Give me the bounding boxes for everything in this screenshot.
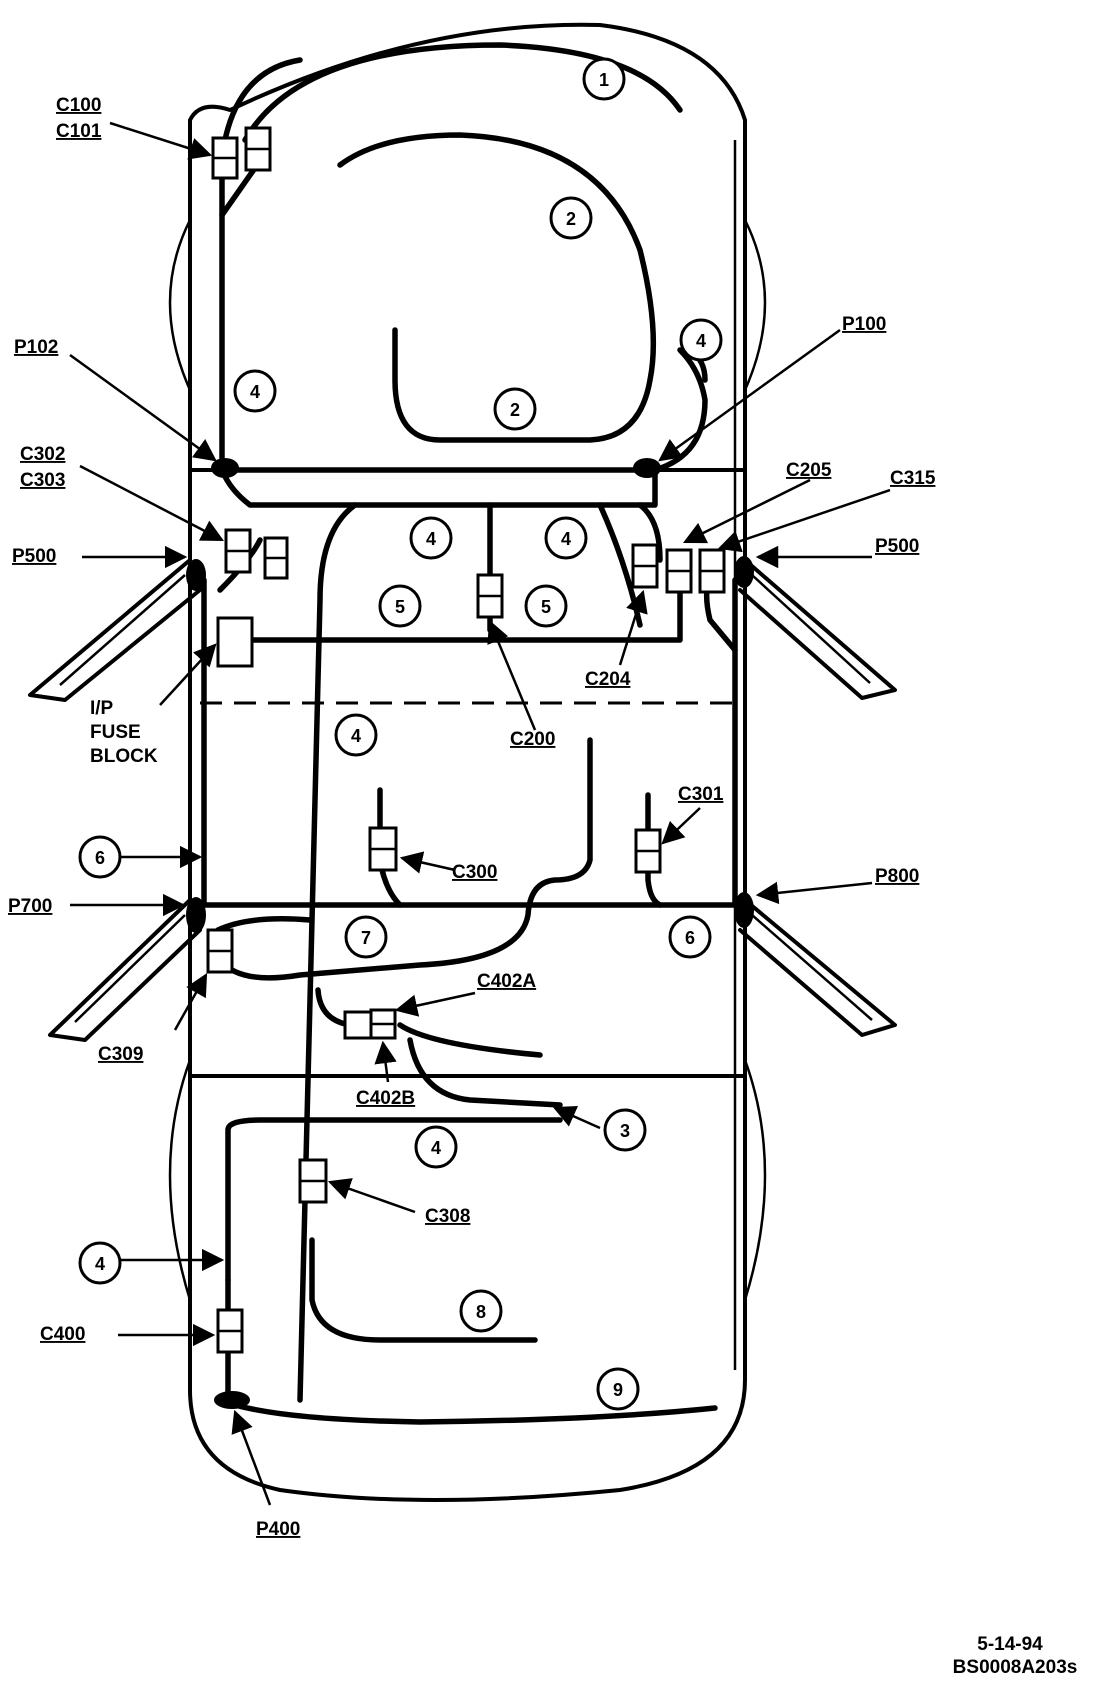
label-c308: C308 — [425, 1206, 470, 1227]
svg-text:2: 2 — [566, 209, 576, 229]
callout-4-d: 4 — [544, 516, 588, 560]
svg-text:4: 4 — [351, 726, 361, 746]
callout-4-g: 4 — [78, 1241, 122, 1285]
label-c301: C301 — [678, 784, 724, 805]
door-rear-left — [48, 898, 202, 1042]
label-p500-left: P500 — [12, 546, 56, 567]
callout-4-a: 4 — [679, 318, 723, 362]
splice-p100 — [633, 458, 661, 478]
callout-2b: 2 — [493, 387, 537, 431]
engine-harness — [219, 42, 708, 473]
label-ip-fuse-line3: BLOCK — [90, 746, 158, 767]
label-c302: C302 — [20, 444, 65, 465]
callout-5-b: 5 — [524, 584, 568, 628]
svg-text:3: 3 — [620, 1121, 630, 1141]
svg-text:8: 8 — [476, 1302, 486, 1322]
label-c205: C205 — [786, 460, 832, 481]
connector-c402a — [343, 1010, 373, 1040]
label-c100: C100 — [56, 95, 101, 116]
callout-1: 1 — [582, 57, 626, 101]
svg-text:6: 6 — [95, 848, 105, 868]
door-front-left — [28, 558, 202, 702]
label-c200: C200 — [510, 729, 555, 750]
svg-text:9: 9 — [613, 1380, 623, 1400]
label-p700: P700 — [8, 896, 52, 917]
callout-5-a: 5 — [378, 584, 422, 628]
callout-4-f: 4 — [414, 1125, 458, 1169]
splice-p500-right — [734, 556, 754, 588]
body-harness — [201, 467, 738, 1403]
figure-code: BS0008A203s — [952, 1657, 1078, 1678]
label-p800: P800 — [875, 866, 919, 887]
callout-4-e: 4 — [334, 713, 378, 757]
svg-text:4: 4 — [431, 1138, 441, 1158]
label-c204: C204 — [585, 669, 631, 690]
label-c101: C101 — [56, 121, 102, 142]
splice-p400 — [214, 1391, 250, 1409]
splice-p800 — [734, 892, 754, 928]
callout-8: 8 — [459, 1289, 503, 1333]
label-c400: C400 — [40, 1324, 85, 1345]
svg-text:6: 6 — [685, 928, 695, 948]
svg-text:4: 4 — [696, 331, 706, 351]
svg-text:5: 5 — [541, 597, 551, 617]
callout-9: 9 — [596, 1367, 640, 1411]
labels: C100 C101 P102 P100 C302 C303 C205 C315 … — [8, 95, 936, 1540]
label-p100: P100 — [842, 314, 886, 335]
svg-text:4: 4 — [95, 1254, 105, 1274]
svg-text:4: 4 — [561, 529, 571, 549]
figure-date: 5-14-94 — [977, 1634, 1043, 1655]
splice-p500-left — [186, 559, 206, 591]
label-p400: P400 — [256, 1519, 300, 1540]
callout-2a: 2 — [549, 196, 593, 240]
svg-text:4: 4 — [250, 382, 260, 402]
svg-text:1: 1 — [599, 70, 609, 90]
svg-text:5: 5 — [395, 597, 405, 617]
label-ip-fuse-line1: I/P — [90, 698, 114, 719]
splice-points — [186, 458, 754, 1409]
callout-6-b: 6 — [668, 915, 712, 959]
callout-4-c: 4 — [409, 516, 453, 560]
label-c402a: C402A — [477, 971, 536, 992]
splice-p700 — [186, 897, 206, 933]
label-c309: C309 — [98, 1044, 143, 1065]
label-p102: P102 — [14, 337, 58, 358]
label-c300: C300 — [452, 862, 497, 883]
callout-4-b: 4 — [233, 369, 277, 413]
svg-text:2: 2 — [510, 400, 520, 420]
connectors — [206, 126, 726, 1354]
label-c315: C315 — [890, 468, 936, 489]
ip-fuse-block — [216, 616, 254, 668]
door-front-right — [738, 558, 897, 700]
svg-text:4: 4 — [426, 529, 436, 549]
leader-lines — [69, 121, 891, 1506]
svg-text:7: 7 — [361, 928, 371, 948]
label-c402b: C402B — [356, 1088, 415, 1109]
label-ip-fuse-line2: FUSE — [90, 722, 141, 743]
callout-7: 7 — [344, 915, 388, 959]
callout-3: 3 — [603, 1108, 647, 1152]
splice-p102 — [211, 458, 239, 478]
vehicle-body-outline — [168, 22, 767, 1502]
label-c303: C303 — [20, 470, 65, 491]
callout-6-a: 6 — [78, 835, 122, 879]
label-p500-right: P500 — [875, 536, 919, 557]
harness-callouts: 1 2 2 4 4 4 4 4 5 5 6 6 7 3 4 4 8 9 — [78, 57, 723, 1411]
door-rear-right — [738, 898, 897, 1037]
